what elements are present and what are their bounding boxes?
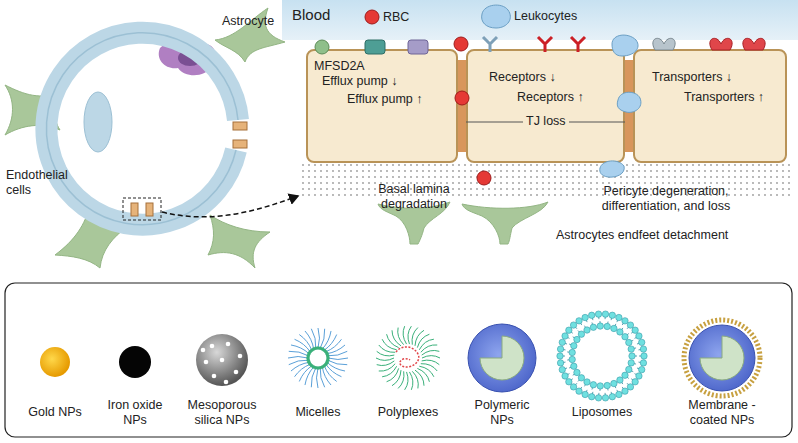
endothelial-cell: Transporters ↓ Transporters ↑ — [634, 50, 786, 162]
annotation-label: Pericyte degeneration, differentiation, … — [566, 184, 766, 214]
polyplex — [376, 326, 440, 390]
nanoparticle-label: Liposomes — [560, 405, 644, 420]
silica-np — [196, 334, 248, 386]
nanoparticle-label: Gold NPs — [15, 405, 95, 420]
nanoparticle-label: Micelles — [278, 405, 358, 420]
nanoparticle-label: Iron oxide NPs — [105, 398, 165, 428]
polymeric-core — [480, 336, 524, 380]
astrocytes — [5, 8, 285, 268]
polymeric-np — [468, 324, 536, 392]
receptor — [483, 37, 497, 52]
cell-label: Receptors ↑ — [517, 90, 584, 105]
annotation-label: RBC — [383, 10, 409, 25]
gold-np — [40, 347, 70, 377]
annotation-label: Leukocytes — [514, 9, 577, 24]
cell-label: TJ loss — [523, 114, 569, 129]
tight-junction — [131, 203, 138, 216]
transporter — [710, 38, 732, 50]
cell-label: Blood — [292, 6, 330, 24]
iron-oxide-np — [119, 346, 151, 378]
endothelial-cell — [634, 50, 786, 162]
pores — [201, 342, 243, 385]
cell-label: MFSD2A — [314, 59, 365, 74]
liposome — [558, 312, 646, 400]
nanoparticle-label: Polyplexes — [365, 405, 451, 420]
tight-junction — [233, 122, 247, 130]
endothelial-cell — [467, 50, 624, 162]
efflux-pump — [408, 40, 428, 54]
efflux-pump — [365, 40, 385, 54]
tight-junction — [458, 60, 466, 152]
zoom-arrow — [162, 196, 298, 217]
cell-label: Transporters ↓ — [652, 70, 732, 85]
receptor — [538, 37, 552, 52]
leukocytes — [482, 5, 641, 177]
vessel — [46, 33, 238, 225]
nanoparticle-label: Membrane -coated NPs — [676, 398, 768, 428]
transporter — [743, 38, 765, 50]
tight-junction — [233, 140, 247, 148]
zoom-box — [123, 198, 161, 220]
annotation-label: Astrocytes endfeet detachment — [556, 228, 728, 243]
nanoparticle-label: Polymeric NPs — [462, 398, 542, 428]
annotation-label: Endothelial cells — [6, 168, 86, 198]
annotation-label: Basal lamina degradation — [362, 182, 466, 212]
liposome-bilayer — [557, 311, 647, 401]
cell-label: Efflux pump ↑ — [347, 92, 423, 107]
transporter — [653, 38, 675, 50]
endothelial-cell — [307, 50, 457, 162]
membrane-coated-np — [689, 325, 755, 391]
np-panel — [5, 283, 792, 437]
cell-label: Efflux pump ↓ — [322, 74, 398, 89]
endothelial-cell: MFSD2AEfflux pump ↓ Efflux pump ↑ — [307, 50, 457, 162]
endothelial-cell: Receptors ↓ Receptors ↑ TJ loss — [467, 50, 624, 162]
cell-label: Transporters ↑ — [684, 90, 764, 105]
micelle — [288, 328, 348, 388]
receptor — [571, 37, 585, 52]
tight-junction — [146, 203, 153, 216]
endothelial-nucleus — [84, 92, 112, 152]
nanoparticle-label: Mesoporous silica NPs — [175, 398, 269, 428]
mfsd2a — [315, 40, 329, 54]
cell-label: Receptors ↓ — [489, 70, 556, 85]
membrane-coat — [684, 320, 760, 396]
membrane-core — [700, 336, 744, 380]
annotation-label: Astrocyte — [222, 14, 274, 29]
blood-band-fill — [282, 0, 798, 40]
